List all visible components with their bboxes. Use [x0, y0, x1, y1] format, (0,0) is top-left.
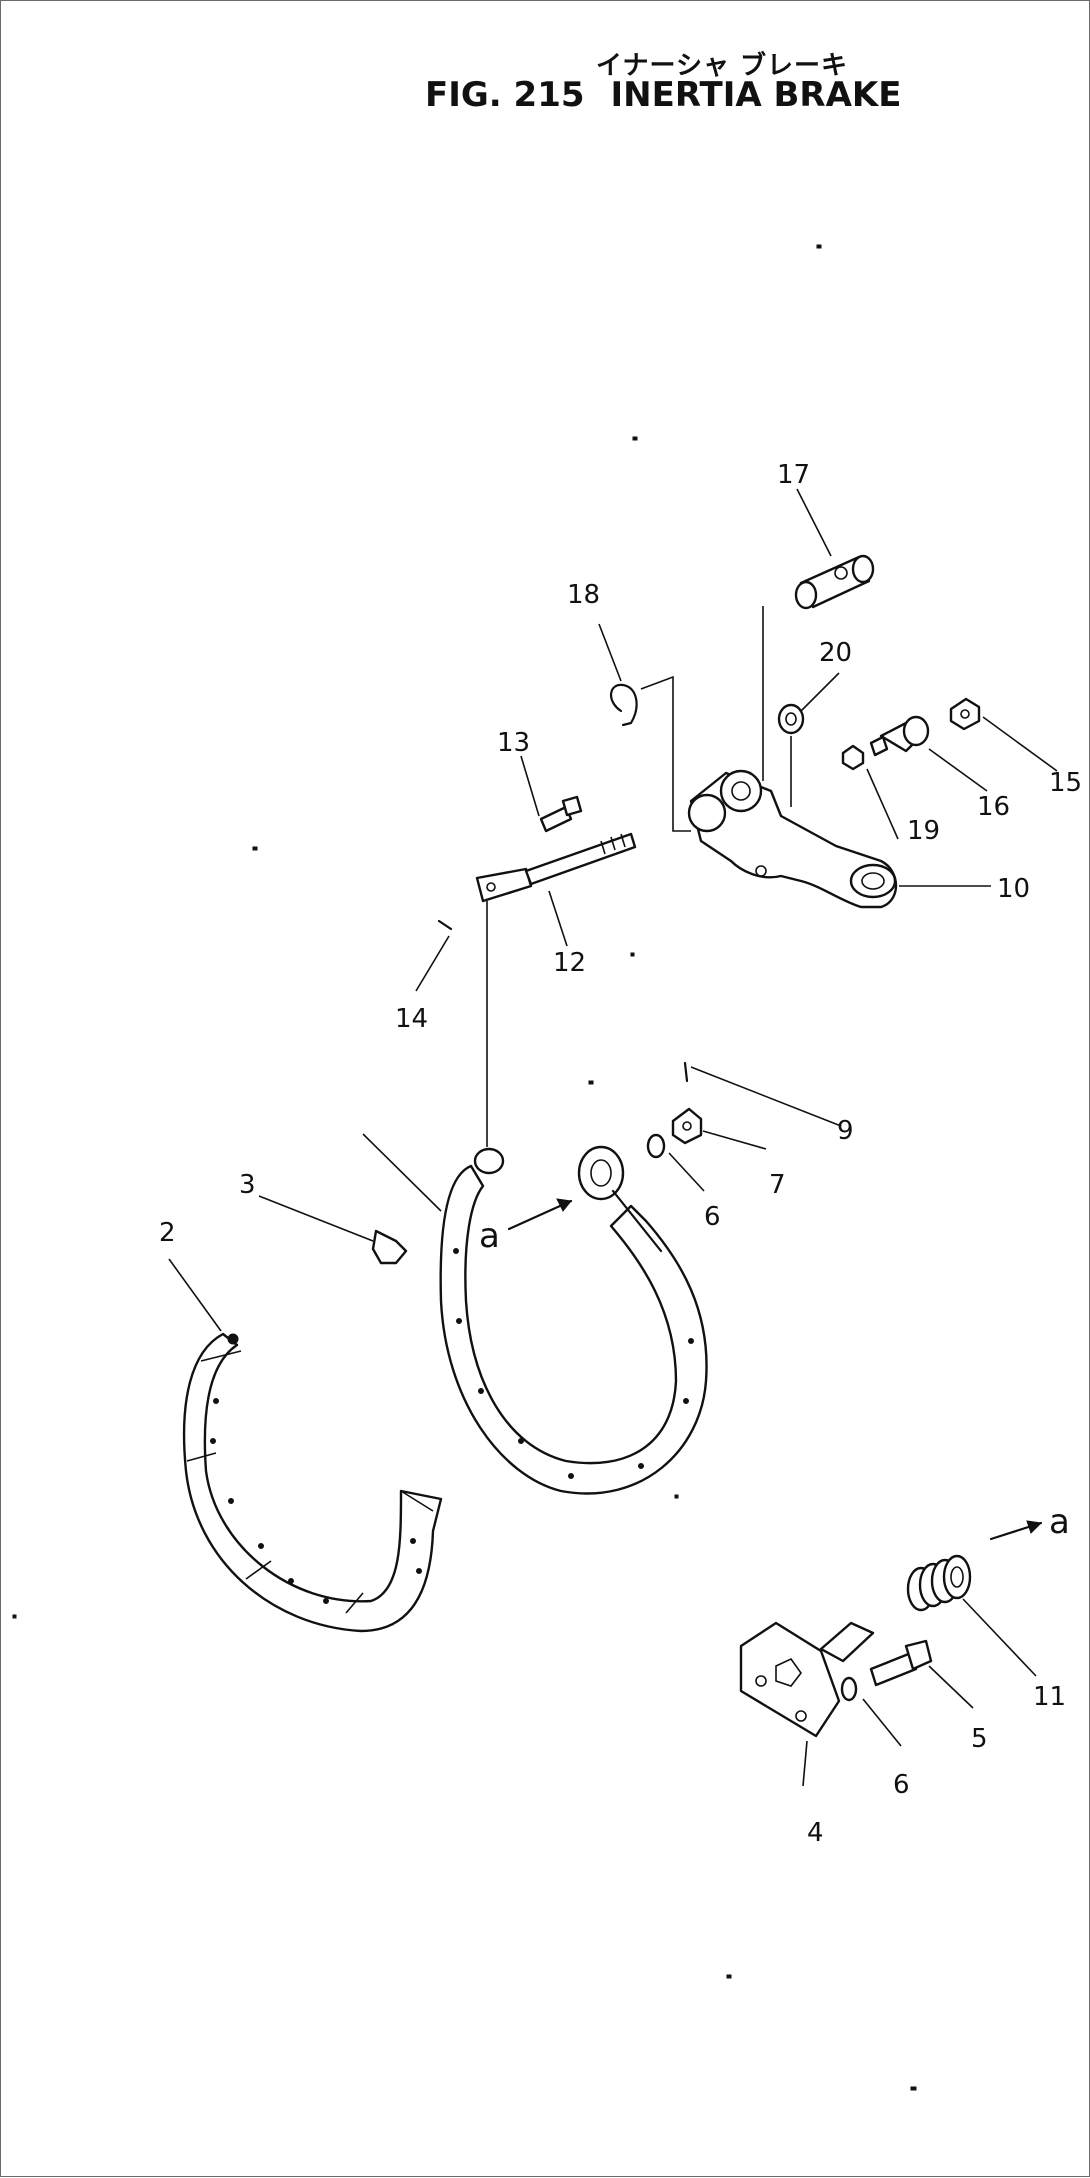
title-japanese: イナーシャ ブレーキ [596, 51, 849, 81]
part-19-nut [841, 744, 865, 771]
callout-15: 15 [1049, 768, 1082, 798]
part-11-spring [906, 1554, 972, 1612]
part-17-clevis-pin [794, 554, 875, 610]
callout-10: 10 [997, 874, 1030, 904]
callout-7: 7 [769, 1170, 786, 1200]
part-9-cotter-pin [683, 1061, 689, 1083]
callout-18: 18 [567, 580, 600, 610]
callout-2: 2 [159, 1218, 176, 1248]
callout-16: 16 [977, 792, 1010, 822]
part-3-rivet [371, 1229, 408, 1265]
callout-9: 9 [837, 1116, 854, 1146]
figure-number: FIG. 215 [425, 75, 585, 115]
assembly-guide-lines [486, 606, 792, 1147]
part-6-washer-lower [840, 1676, 858, 1702]
callout-19: 19 [907, 816, 940, 846]
part-14-pin [437, 919, 453, 931]
part-5-bolt [869, 1639, 933, 1687]
figure-title: FIG. 215 INERTIA BRAKE [425, 75, 901, 115]
leader-lines [168, 488, 1058, 1787]
reference-mark-a-band: a [479, 1216, 500, 1256]
scan-specks [12, 244, 917, 2091]
part-6-washer-upper [646, 1133, 666, 1159]
part-20-washer [777, 703, 805, 735]
part-2-brake-lining [182, 1332, 443, 1633]
part-18-snap-ring [610, 683, 638, 727]
part-10-lever [687, 769, 898, 909]
part-13-bolt [539, 795, 583, 833]
part-12-rod [475, 832, 637, 903]
callout-6-lower: 6 [893, 1770, 910, 1800]
callout-14: 14 [395, 1004, 428, 1034]
callout-20: 20 [819, 638, 852, 668]
callout-3: 3 [239, 1170, 256, 1200]
part-4-anchor-plate [739, 1621, 875, 1738]
part-7-nut [671, 1107, 703, 1145]
brake-band [439, 1145, 708, 1495]
reference-mark-a-spring: a [1049, 1502, 1070, 1542]
callout-11: 11 [1033, 1682, 1066, 1712]
part-16-adjuster [869, 715, 930, 757]
callout-6-upper: 6 [704, 1202, 721, 1232]
callout-17: 17 [777, 460, 810, 490]
callout-labels: 2 3 4 5 6 6 7 9 10 11 12 13 14 15 16 17 … [159, 460, 1082, 1848]
callout-4: 4 [807, 1818, 824, 1848]
callout-5: 5 [971, 1724, 988, 1754]
callout-12: 12 [553, 948, 586, 978]
figure-name: INERTIA BRAKE [610, 75, 902, 115]
callout-13: 13 [497, 728, 530, 758]
part-15-nut [949, 697, 981, 731]
